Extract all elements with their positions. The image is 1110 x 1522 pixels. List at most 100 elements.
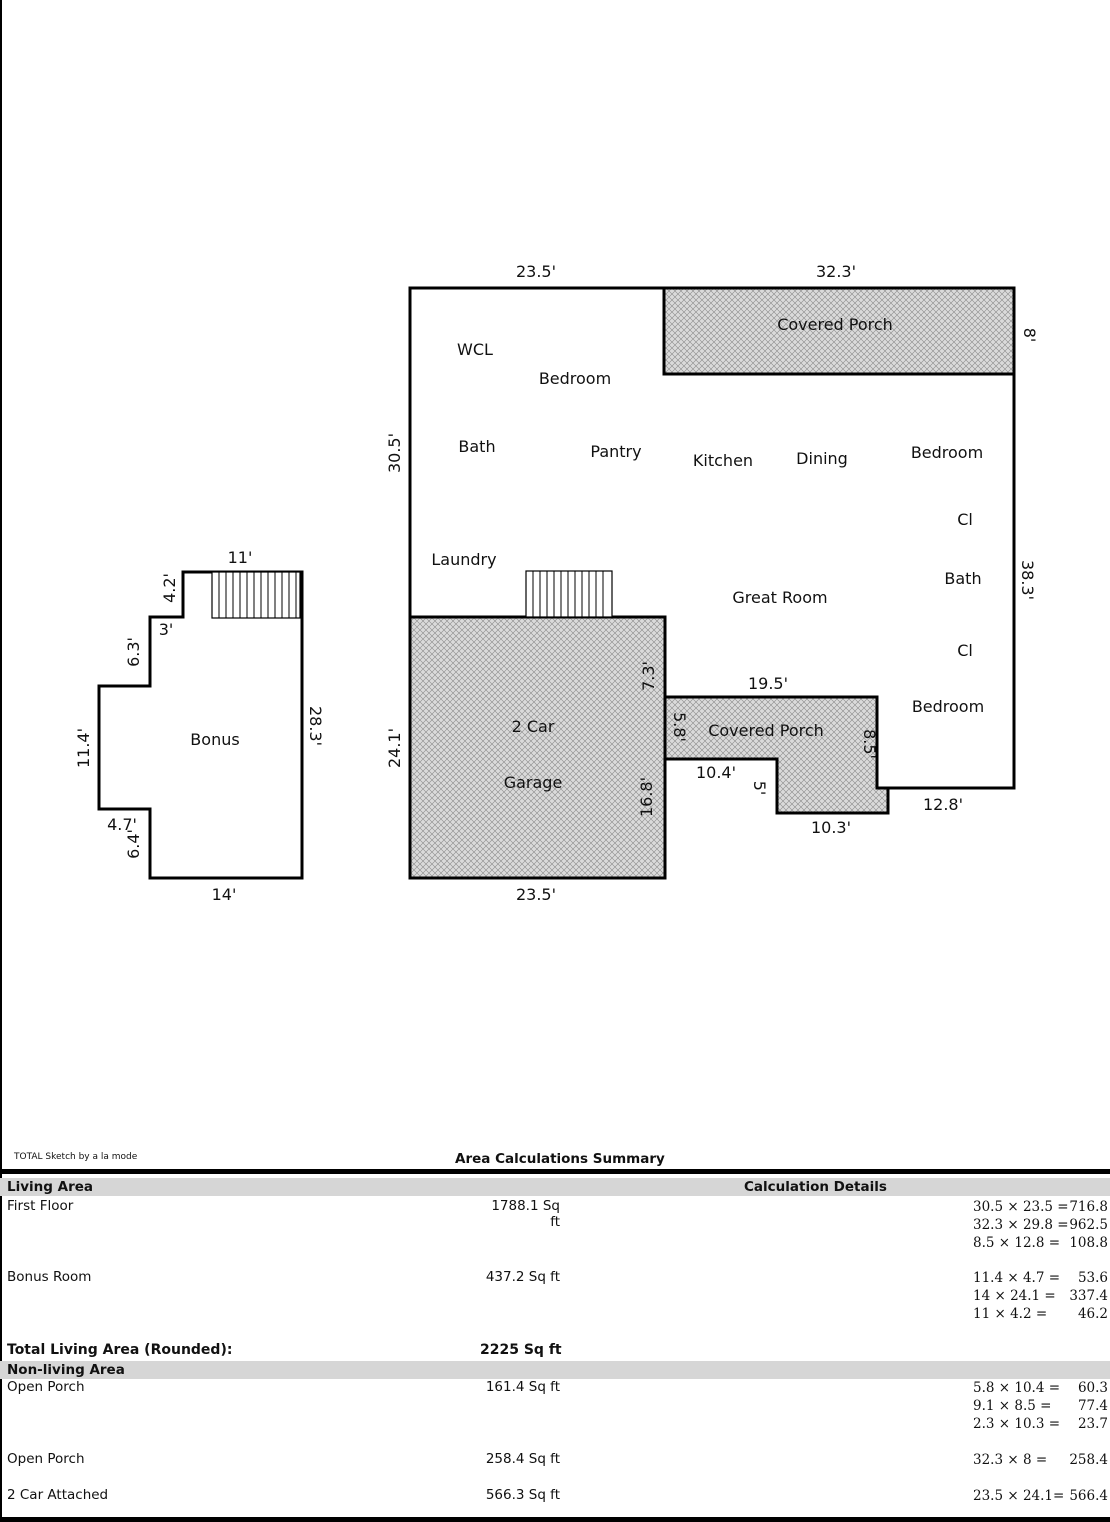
covered-porch-bottom-area [663,695,890,815]
calculation-line: 9.1 × 8.5 = 77.4 [973,1397,1108,1415]
calculation-expression: 14 × 24.1 = [973,1288,1056,1304]
calculation-line: 11 × 4.2 =46.2 [973,1305,1108,1323]
area-row-value: 566.3 Sq ft [485,1487,560,1503]
total-living-area-value: 2225 Sq ft [480,1342,562,1358]
covered-porch-top-area [662,286,1016,376]
dimension-label: 10.4' [696,763,736,782]
room-label-great-room: Great Room [732,588,827,607]
calculation-expression: 9.1 × 8.5 = [973,1398,1052,1414]
calculation-group-open-porch: 5.8 × 10.4 = 60.3 9.1 × 8.5 = 77.4 2.3 × 1… [973,1379,1108,1433]
non-living-area-band [0,1361,1110,1379]
room-label-dining: Dining [796,449,848,468]
calculation-result: 716.8 [1069,1199,1108,1215]
dimension-label: 8' [1020,328,1039,343]
living-area-header: Living Area [7,1179,94,1195]
area-row-label: 2 Car Attached [7,1487,109,1503]
calculation-line: 8.5 × 12.8 = 108.8 [973,1234,1108,1252]
total-living-area-label: Total Living Area (Rounded): [7,1342,233,1358]
calculation-line: 32.3 × 29.8 =962.5 [973,1216,1108,1234]
non-living-area-header: Non-living Area [7,1362,125,1378]
summary-top-rule [0,1169,1110,1174]
dimension-label: 6.4' [124,829,143,859]
calculation-line: 23.5 × 24.1=566.4 [973,1487,1108,1505]
calculation-expression: 2.3 × 10.3 = [973,1416,1061,1432]
page-frame-left [0,0,2,1522]
area-row-label: Open Porch [7,1451,85,1467]
calculation-line: 5.8 × 10.4 = 60.3 [973,1379,1108,1397]
room-label-bedroom: Bedroom [911,443,983,462]
calculation-result: 566.4 [1069,1488,1108,1504]
calculation-group-first-floor: 30.5 × 23.5 =716.8 32.3 × 29.8 =962.5 8.… [973,1198,1108,1252]
living-area-band [0,1178,1110,1196]
room-label-wcl: WCL [457,340,493,359]
dimension-label: 7.3' [639,661,658,691]
calculation-result: 77.4 [1077,1398,1108,1414]
dimension-label: 16.8' [637,777,656,817]
area-row-label: Open Porch [7,1379,85,1395]
area-row-label: First Floor [7,1198,74,1214]
calculation-group-bonus-room: 11.4 × 4.7 =53.6 14 × 24.1 =337.4 11 × 4… [973,1269,1108,1323]
dimension-label: 10.3' [811,818,851,837]
room-label-kitchen: Kitchen [693,451,753,470]
calculation-details-header: Calculation Details [744,1179,887,1195]
dimension-label: 4.2' [160,573,179,603]
room-label-covered-porch: Covered Porch [777,315,893,334]
room-label-bedroom: Bedroom [539,369,611,388]
software-credit: TOTAL Sketch by a la mode [14,1152,138,1162]
dimension-label: 32.3' [816,262,856,281]
calculation-group-open-porch-2: 32.3 × 8 = 258.4 [973,1451,1108,1469]
garage-area [408,615,667,880]
room-label-garage: Garage [504,773,563,792]
calculation-line: 32.3 × 8 = 258.4 [973,1451,1108,1469]
calculation-expression: 11.4 × 4.7 = [973,1270,1061,1286]
dimension-label: 23.5' [516,262,556,281]
bonus-stairs [211,571,301,619]
dimension-label: 24.1' [385,728,404,768]
calculation-expression: 8.5 × 12.8 = [973,1235,1061,1251]
calculation-result: 337.4 [1069,1288,1108,1304]
room-label-closet: Cl [957,641,973,660]
room-label-pantry: Pantry [590,442,641,461]
dimension-label: 19.5' [748,674,788,693]
calculation-result: 60.3 [1077,1380,1108,1396]
area-row-value: 258.4 Sq ft [485,1451,560,1467]
area-row-value: 161.4 Sq ft [485,1379,560,1395]
calculation-expression: 32.3 × 29.8 = [973,1217,1069,1233]
calculation-result: 108.8 [1069,1235,1108,1251]
dimension-label: 23.5' [516,885,556,904]
calculation-expression: 5.8 × 10.4 = [973,1380,1061,1396]
page-frame-bottom [0,1517,1110,1522]
area-row-value: 437.2 Sq ft [485,1269,560,1285]
dimension-label: 8.5' [860,729,879,759]
dimension-label: 14' [212,885,237,904]
dimension-label: 6.3' [124,637,143,667]
main-stairs [525,570,613,618]
room-label-covered-porch: Covered Porch [708,721,824,740]
calculation-expression: 32.3 × 8 = [973,1452,1048,1468]
area-row-label: Bonus Room [7,1269,92,1285]
room-label-bath: Bath [458,437,495,456]
calculation-line: 30.5 × 23.5 =716.8 [973,1198,1108,1216]
calculation-result: 258.4 [1069,1452,1108,1468]
dimension-label: 30.5' [385,433,404,473]
room-label-closet: Cl [957,510,973,529]
calculation-expression: 11 × 4.2 = [973,1306,1048,1322]
calculation-result: 23.7 [1077,1416,1108,1432]
calculation-line: 14 × 24.1 = 337.4 [973,1287,1108,1305]
dimension-label: 28.3' [306,706,325,746]
calculation-expression: 30.5 × 23.5 = [973,1199,1069,1215]
dimension-label: 11.4' [74,728,93,768]
floor-plan-sketch: WCL Bedroom Bath Pantry Kitchen Dining B… [74,262,1039,904]
dimension-label: 5.8' [670,712,689,742]
room-label-garage: 2 Car [512,717,555,736]
calculation-expression: 23.5 × 24.1= [973,1488,1065,1504]
room-label-bedroom: Bedroom [912,697,984,716]
calculation-group-garage: 23.5 × 24.1=566.4 [973,1487,1108,1505]
dimension-label: 38.3' [1018,560,1037,600]
area-row-value: 1788.1 Sq ft [491,1198,560,1230]
bonus-room-outline [97,570,304,880]
calculation-line: 2.3 × 10.3 = 23.7 [973,1415,1108,1433]
dimension-label: 5' [750,781,769,796]
dimension-label: 12.8' [923,795,963,814]
room-label-bonus: Bonus [190,730,239,749]
